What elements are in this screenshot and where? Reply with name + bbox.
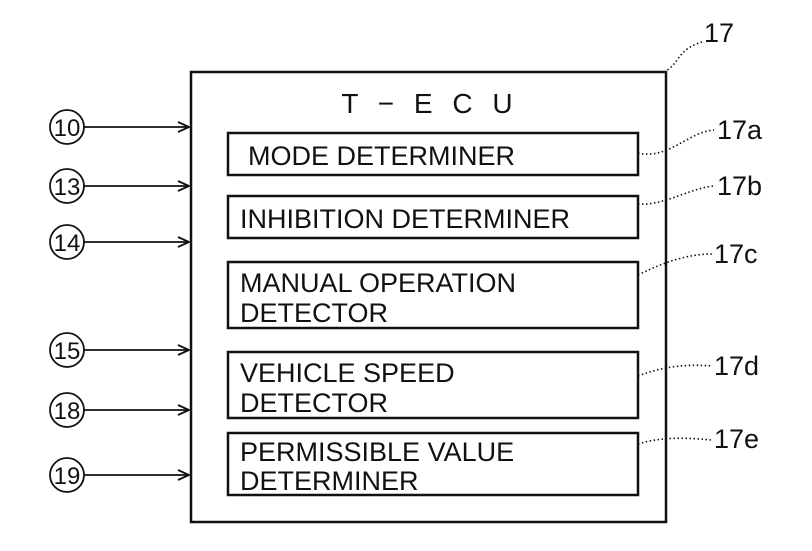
mode-determiner-box [226,131,640,177]
permissible-value-determiner-line1: PERMISSIBLE VALUE [240,437,514,467]
input-13: 13 [49,168,192,204]
input-10: 10 [49,109,192,145]
vehicle-speed-detector-line1: VEHICLE SPEED [240,358,455,388]
input-13-label: 13 [54,174,81,201]
inhibition-determiner-box [226,194,640,240]
input-18-label: 18 [54,398,81,425]
input-19-arrowhead [177,469,192,481]
vehicle-speed-detector-leader [637,364,713,377]
vehicle-speed-detector-line2: DETECTOR [240,388,388,418]
manual-operation-detector-ref: 17c [714,239,758,269]
input-15-label: 15 [54,338,81,365]
input-14: 14 [49,224,192,260]
inhibition-determiner-label: INHIBITION DETERMINER [240,204,570,234]
input-14-arrowhead [177,236,192,248]
input-18: 18 [49,392,192,428]
input-15: 15 [49,332,192,368]
manual-operation-detector-line2: DETECTOR [240,298,388,328]
permissible-value-determiner-box [226,431,640,497]
input-19: 19 [49,457,192,493]
input-10-label: 10 [54,115,81,142]
mode-determiner-label: MODE DETERMINER [248,141,515,171]
input-18-arrowhead [177,404,192,416]
input-10-arrowhead [177,121,192,133]
manual-operation-detector-box [226,260,640,330]
inhibition-determiner-leader [637,185,715,205]
permissible-value-determiner-line2: DETERMINER [240,466,419,496]
inhibition-determiner-ref: 17b [717,171,762,201]
permissible-value-determiner-leader [637,437,713,445]
mode-determiner-ref: 17a [717,115,763,145]
input-19-label: 19 [54,463,81,490]
ecu-ref-leader [663,41,703,73]
input-13-arrowhead [177,180,192,192]
permissible-value-determiner-ref: 17e [714,424,759,454]
input-15-arrowhead [177,344,192,356]
vehicle-speed-detector-box [226,350,640,420]
ecu-outer-box [189,70,668,524]
ecu-ref-label: 17 [704,18,734,48]
vehicle-speed-detector-ref: 17d [714,351,759,381]
input-14-label: 14 [54,230,81,257]
manual-operation-detector-leader [637,253,713,276]
mode-determiner-leader [637,129,715,155]
manual-operation-detector-line1: MANUAL OPERATION [240,268,516,298]
ecu-title: T − E C U [341,88,518,119]
